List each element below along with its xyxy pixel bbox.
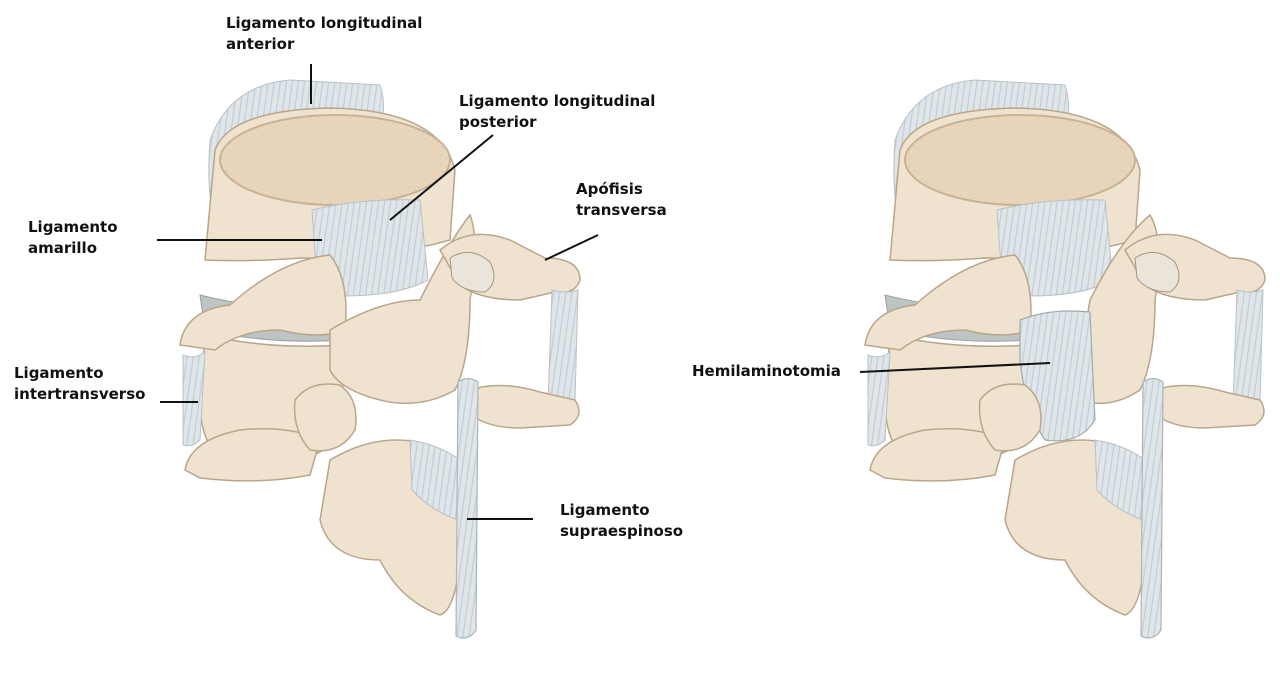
label-transverse-process: Apófisis transversa [576, 179, 667, 221]
label-intertransverse-ligament: Ligamento intertransverso [14, 363, 145, 405]
articular-process [293, 383, 357, 452]
lower-right-transverse-process-right [1152, 384, 1265, 429]
label-line-2: transversa [576, 201, 667, 219]
facet-surface [449, 251, 495, 293]
facet-surface-right [1134, 251, 1180, 293]
upper-left-transverse-process-right [864, 254, 1032, 351]
leader-posterior-longitudinal [389, 134, 494, 221]
leader-transverse-process [544, 234, 599, 261]
label-line-2: amarillo [28, 239, 98, 257]
lower-right-transverse-process [467, 384, 580, 429]
right-intertransverse-ligament-right [1232, 289, 1264, 407]
supraspinous-ligament [455, 377, 479, 639]
upper-endplate-right [904, 114, 1136, 206]
label-line-1: Ligamento longitudinal [459, 92, 656, 110]
label-line-2: anterior [226, 35, 295, 53]
left-intertransverse-ligament [182, 350, 206, 447]
label-line-1: Hemilaminotomia [692, 362, 841, 380]
label-line-1: Ligamento longitudinal [226, 14, 423, 32]
label-line-1: Apófisis [576, 180, 643, 198]
label-hemilaminotomy: Hemilaminotomia [692, 361, 841, 382]
label-line-2: supraespinoso [560, 522, 684, 540]
left-vertebrae-illustration [179, 79, 581, 639]
articular-process-right [978, 383, 1042, 452]
label-anterior-longitudinal-ligament: Ligamento longitudinal anterior [226, 13, 422, 55]
label-supraspinous-ligament: Ligamento supraespinoso [560, 500, 683, 542]
supraspinous-ligament-right [1140, 377, 1164, 639]
right-vertebrae-illustration [864, 79, 1266, 639]
leader-hemilaminotomy [859, 362, 1051, 373]
upper-left-transverse-process [179, 254, 347, 351]
label-yellow-ligament: Ligamento amarillo [28, 217, 118, 259]
right-intertransverse-ligament [547, 289, 579, 407]
left-intertransverse-ligament-right [867, 350, 891, 447]
label-posterior-longitudinal-ligament: Ligamento longitudinal posterior [459, 91, 655, 133]
upper-endplate [219, 114, 451, 206]
leader-lines [157, 64, 1051, 520]
upper-lamina-and-spinous [329, 213, 476, 405]
label-line-1: Ligamento [560, 501, 650, 519]
label-line-1: Ligamento [28, 218, 118, 236]
label-line-2: posterior [459, 113, 537, 131]
posterior-longitudinal-ligament [311, 199, 429, 297]
label-line-1: Ligamento [14, 364, 104, 382]
label-line-2: intertransverso [14, 385, 146, 403]
